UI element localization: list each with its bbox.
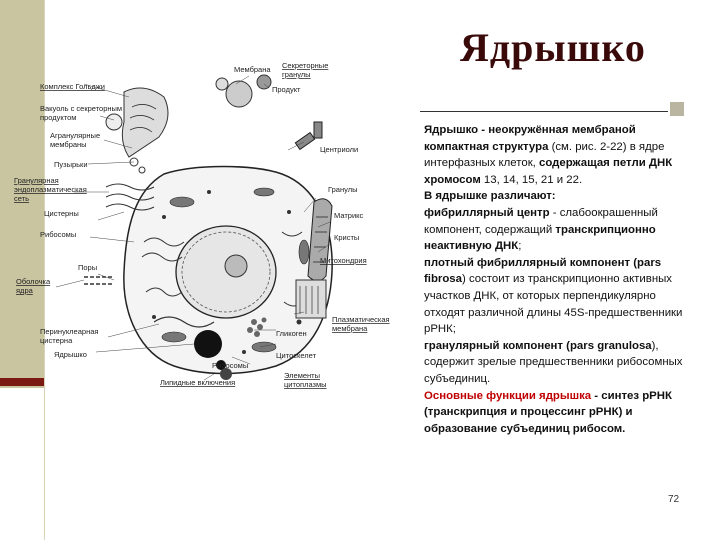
label-granular-er-3: сеть — [14, 194, 29, 203]
label-matrix: Матрикс — [334, 211, 363, 220]
perinuclear-cistern — [153, 316, 215, 328]
label-nuclear-envelope-2: ядра — [16, 286, 34, 295]
label-plasma-membrane-2: мембрана — [332, 324, 368, 333]
nucleus — [175, 225, 277, 319]
label-cisterns: Цистерны — [44, 209, 79, 218]
label-agranular-1: Агранулярные — [50, 131, 100, 140]
label-secretory-granules-1: Секреторные — [282, 61, 328, 70]
vesicle-2 — [138, 166, 146, 174]
nucleolus-dot — [224, 254, 248, 278]
label-ribosomes-bottom: Рибосомы — [212, 361, 248, 370]
label-golgi: Комплекс Гольджи — [40, 82, 105, 91]
cell-diagram: Мембрана Секреторные гранулы Продукт Ком… — [14, 61, 390, 389]
label-granules: Гранулы — [328, 185, 357, 194]
fibrillar-center-end: ; — [518, 240, 522, 253]
slide-title: Ядрышко — [460, 25, 646, 70]
label-cristae: Кристы — [334, 233, 359, 242]
granules-inner — [152, 190, 302, 354]
label-vesicles: Пузырьки — [54, 160, 88, 169]
mitochondria-inner — [161, 187, 310, 353]
dense-fibrillar-bold: плотный фибриллярный компонент (pars fib… — [424, 256, 662, 286]
granular-er — [105, 183, 155, 211]
definition-chromosomes: 13, 14, 15, 21 и 22. — [480, 173, 583, 186]
label-nuclear-envelope-1: Оболочка — [16, 277, 51, 286]
label-nucleolus: Ядрышко — [54, 350, 87, 359]
fibrillar-center-bold: фибриллярный центр — [424, 206, 550, 219]
label-membrane: Мембрана — [234, 65, 271, 74]
label-cytoplasm-elements-2: цитоплазмы — [284, 380, 327, 389]
definition-dna-bold: содержащая петли ДНК хромосом — [424, 157, 673, 186]
nucleolus-black-small — [216, 360, 226, 370]
inactive-dna-bold: транскрипционно неактивную ДНК — [424, 223, 656, 253]
label-mitochondrion: Митохондрия — [320, 256, 367, 265]
label-vacuole-1: Вакуоль с секреторным — [40, 104, 122, 113]
secretory-granule-2 — [225, 80, 253, 108]
paragraph-functions: Основные функции ядрышка - синтез рРНК (… — [424, 388, 694, 438]
label-secretory-granules-2: гранулы — [282, 70, 311, 79]
paragraph-definition: Ядрышко - неокружённая мембраной компакт… — [424, 122, 694, 188]
title-rule — [420, 111, 668, 112]
centriole-1 — [294, 131, 316, 151]
label-glycogen: Гликоген — [276, 329, 307, 338]
lipid-inclusion — [220, 368, 232, 380]
granular-bold: гранулярный компонент (pars granulosa — [424, 339, 652, 352]
paragraph-dense-fibrillar: плотный фибриллярный компонент (pars fib… — [424, 255, 694, 338]
label-vacuole-2: продуктом — [40, 113, 76, 122]
label-cytoplasm-elements-1: Элементы — [284, 371, 320, 380]
label-product: Продукт — [272, 85, 301, 94]
left-decor-stripe — [0, 378, 44, 386]
description-text: Ядрышко - неокружённая мембраной компакт… — [424, 122, 694, 437]
paragraph-components-heading: В ядрышке различают: — [424, 188, 694, 205]
label-plasma-membrane-1: Плазматическая — [332, 315, 390, 324]
granular-text: ), содержит зрелые предшественники рибос… — [424, 339, 683, 385]
golgi-stripes — [129, 104, 157, 133]
label-centrioles: Центриоли — [320, 145, 358, 154]
components-heading: В ядрышке различают: — [424, 190, 556, 203]
glycogen-cluster — [247, 317, 267, 337]
mitochondrion-big — [307, 198, 333, 282]
vacuole — [105, 113, 123, 131]
label-perinuclear-2: цистерна — [40, 336, 73, 345]
label-ribosomes-left: Рибосомы — [40, 230, 76, 239]
fibrillar-center-text: - слабоокрашенный компонент, содержащий — [424, 206, 658, 236]
paragraph-granular: гранулярный компонент (pars granulosa), … — [424, 338, 694, 388]
plasma-membrane-block — [295, 279, 327, 319]
left-decor-band — [0, 0, 44, 388]
secretory-granule-1 — [215, 77, 229, 91]
page-number: 72 — [668, 494, 680, 505]
nuclear-envelope-pores — [84, 276, 114, 285]
plasma-membrane-lines — [299, 286, 319, 314]
label-cytoskeleton: Цитоскелет — [276, 351, 317, 360]
centriole-2 — [313, 121, 323, 139]
product-granule — [256, 74, 272, 90]
nucleolus-black — [194, 330, 222, 358]
nucleus-inner — [181, 231, 271, 313]
leader-lines — [55, 75, 331, 381]
definition-text: (см. рис. 2-22) в ядре интерфазных клето… — [424, 140, 665, 170]
label-granular-er-1: Гранулярная — [14, 176, 59, 185]
label-perinuclear-1: Перинуклеарная — [40, 327, 98, 336]
paragraph-fibrillar-center: фибриллярный центр - слабоокрашенный ком… — [424, 205, 694, 255]
mitochondrion-cristae — [313, 216, 328, 263]
label-agranular-2: мембраны — [50, 140, 87, 149]
functions-heading: Основные функции ядрышка — [424, 389, 592, 402]
definition-bold: Ядрышко - неокружённая мембраной компакт… — [424, 124, 636, 153]
label-granular-er-2: эндоплазматическая — [14, 185, 87, 194]
dense-fibrillar-text: ) состоит из транскрипционно активных уч… — [424, 273, 683, 336]
title-accent-square — [670, 102, 684, 116]
label-lipid-inclusions: Липидные включения — [160, 378, 235, 387]
label-pores: Поры — [78, 263, 97, 272]
functions-text: - синтез рРНК (транскрипция и процессинг… — [424, 389, 672, 435]
golgi-complex — [121, 87, 169, 158]
er-strands — [141, 231, 323, 307]
left-divider-line — [44, 0, 45, 540]
